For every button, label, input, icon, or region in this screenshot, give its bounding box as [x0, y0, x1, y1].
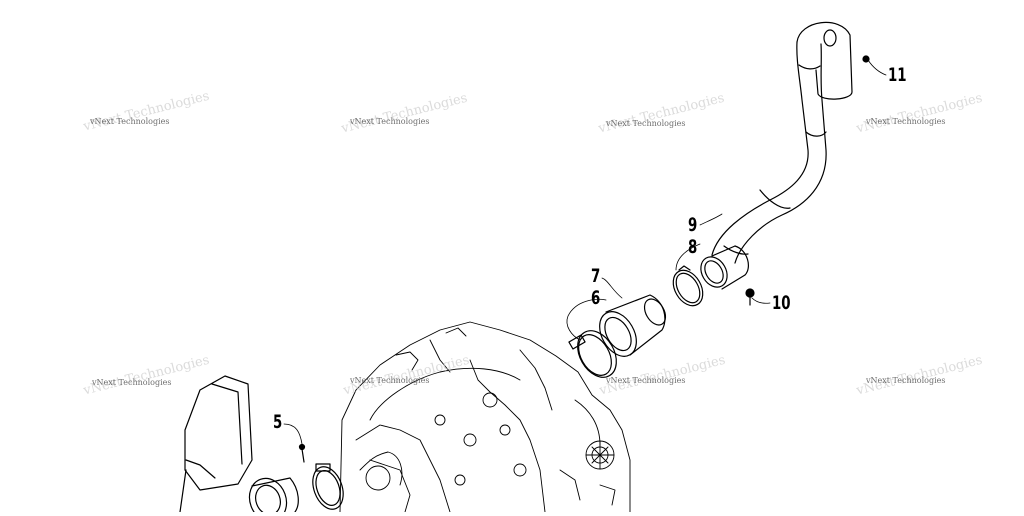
- watermark: vNext Technologies: [92, 378, 172, 387]
- callout-8: 8: [688, 236, 698, 258]
- callout-9: 9: [688, 214, 698, 236]
- callout-11: 11: [888, 64, 907, 86]
- clamp-lower: [312, 463, 344, 510]
- fastener-11: [862, 55, 870, 63]
- leader-lines: [283, 59, 887, 445]
- fastener-5: [298, 443, 306, 463]
- callout-10: 10: [772, 292, 791, 314]
- engine-block: [339, 321, 631, 513]
- watermark: vNext Technologies: [350, 117, 430, 126]
- callout-5: 5: [273, 411, 283, 433]
- upper-intake-tube: [711, 21, 853, 264]
- watermark: vNext Technologies: [90, 117, 170, 126]
- watermark: vNext Technologies: [866, 117, 946, 126]
- coupler-7: [599, 294, 667, 357]
- watermark: vNext Technologies: [606, 376, 686, 385]
- fastener-10: [745, 288, 755, 306]
- clamp-6: [568, 330, 617, 378]
- callout-6: 6: [591, 287, 601, 309]
- watermark: vNext Technologies: [606, 119, 686, 128]
- clamp-8: [672, 265, 704, 307]
- watermark: vNext Technologies: [866, 376, 946, 385]
- tube-connector: [700, 245, 749, 290]
- coupler-lower: [248, 477, 299, 516]
- watermark: vNext Technologies: [350, 376, 430, 385]
- lower-intake-boot: [179, 375, 253, 513]
- callout-7: 7: [591, 265, 601, 287]
